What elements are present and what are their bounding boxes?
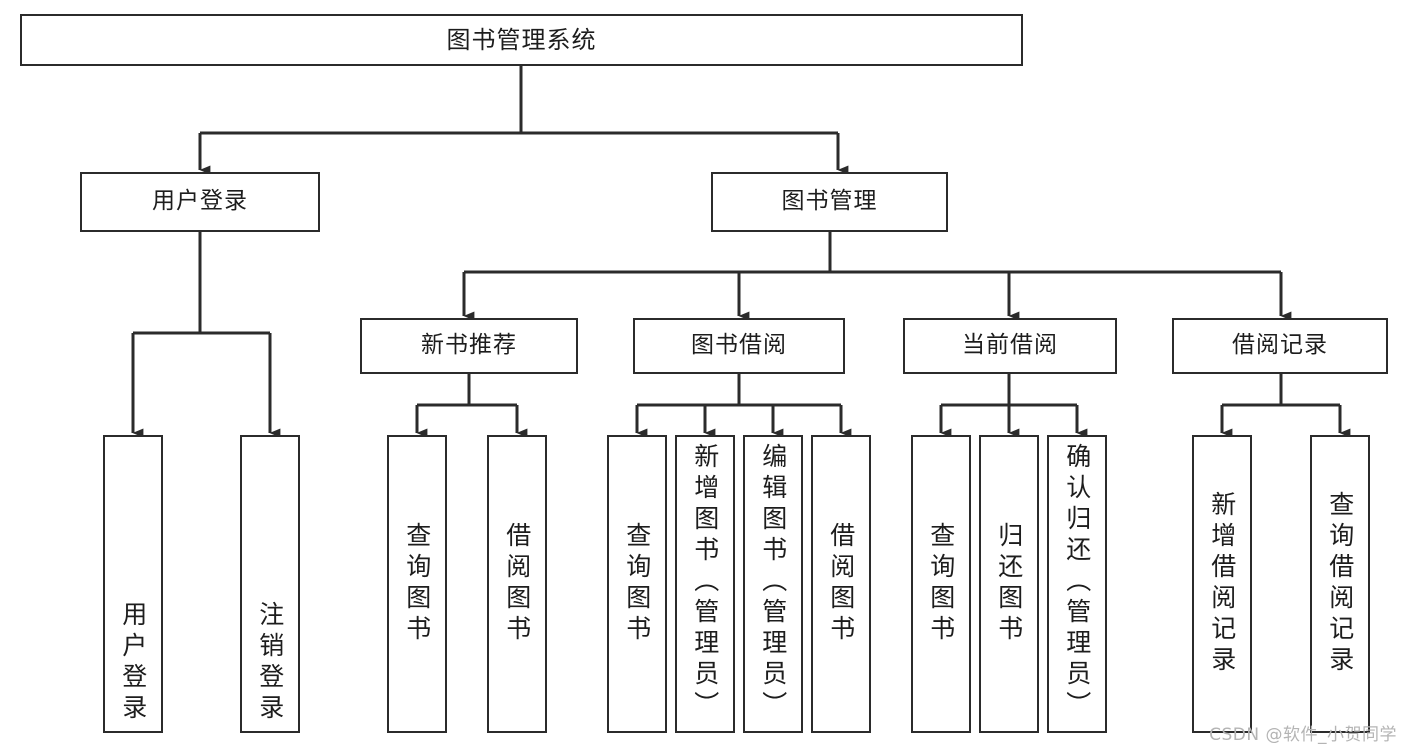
node-label: 图书管理系统 (446, 25, 597, 54)
node-book-management[interactable]: 图书管理 (711, 172, 948, 232)
node-label: 注销登录 (255, 601, 285, 725)
node-label: 查询借阅记录 (1325, 491, 1355, 677)
node-root-book-management-system[interactable]: 图书管理系统 (20, 14, 1023, 66)
node-label: 查询图书 (622, 522, 652, 646)
node-label: 新增图书（管理员） (690, 443, 720, 722)
node-label: 借阅图书 (826, 522, 856, 646)
node-leaf-edit-book-admin[interactable]: 编辑图书（管理员） (743, 435, 803, 733)
node-label: 借阅记录 (1232, 332, 1328, 359)
node-label: 用户登录 (152, 188, 248, 215)
node-label: 借阅图书 (502, 522, 532, 646)
node-label: 新增借阅记录 (1207, 491, 1237, 677)
node-leaf-query-book-recommend[interactable]: 查询图书 (387, 435, 447, 733)
node-current-borrow[interactable]: 当前借阅 (903, 318, 1117, 374)
node-leaf-query-book-current[interactable]: 查询图书 (911, 435, 971, 733)
node-leaf-borrow-book-recommend[interactable]: 借阅图书 (487, 435, 547, 733)
node-leaf-add-borrow-record[interactable]: 新增借阅记录 (1192, 435, 1252, 733)
node-leaf-query-book-borrow[interactable]: 查询图书 (607, 435, 667, 733)
node-user-login[interactable]: 用户登录 (80, 172, 320, 232)
node-book-borrow[interactable]: 图书借阅 (633, 318, 845, 374)
node-label: 用户登录 (118, 601, 148, 725)
node-label: 确认归还（管理员） (1062, 443, 1092, 722)
node-label: 查询图书 (926, 522, 956, 646)
node-label: 图书借阅 (691, 332, 787, 359)
node-label: 新书推荐 (421, 332, 517, 359)
node-label: 查询图书 (402, 522, 432, 646)
node-new-book-recommend[interactable]: 新书推荐 (360, 318, 578, 374)
node-leaf-user-login[interactable]: 用户登录 (103, 435, 163, 733)
node-borrow-record[interactable]: 借阅记录 (1172, 318, 1388, 374)
node-leaf-add-book-admin[interactable]: 新增图书（管理员） (675, 435, 735, 733)
node-label: 编辑图书（管理员） (758, 443, 788, 722)
node-leaf-borrow-book[interactable]: 借阅图书 (811, 435, 871, 733)
node-label: 当前借阅 (962, 332, 1058, 359)
node-label: 归还图书 (994, 522, 1024, 646)
node-leaf-logout[interactable]: 注销登录 (240, 435, 300, 733)
node-leaf-confirm-return-admin[interactable]: 确认归还（管理员） (1047, 435, 1107, 733)
node-label: 图书管理 (781, 188, 878, 215)
node-leaf-return-book[interactable]: 归还图书 (979, 435, 1039, 733)
csdn-watermark: CSDN @软件_小贺同学 (1209, 725, 1397, 745)
node-leaf-query-borrow-record[interactable]: 查询借阅记录 (1310, 435, 1370, 733)
